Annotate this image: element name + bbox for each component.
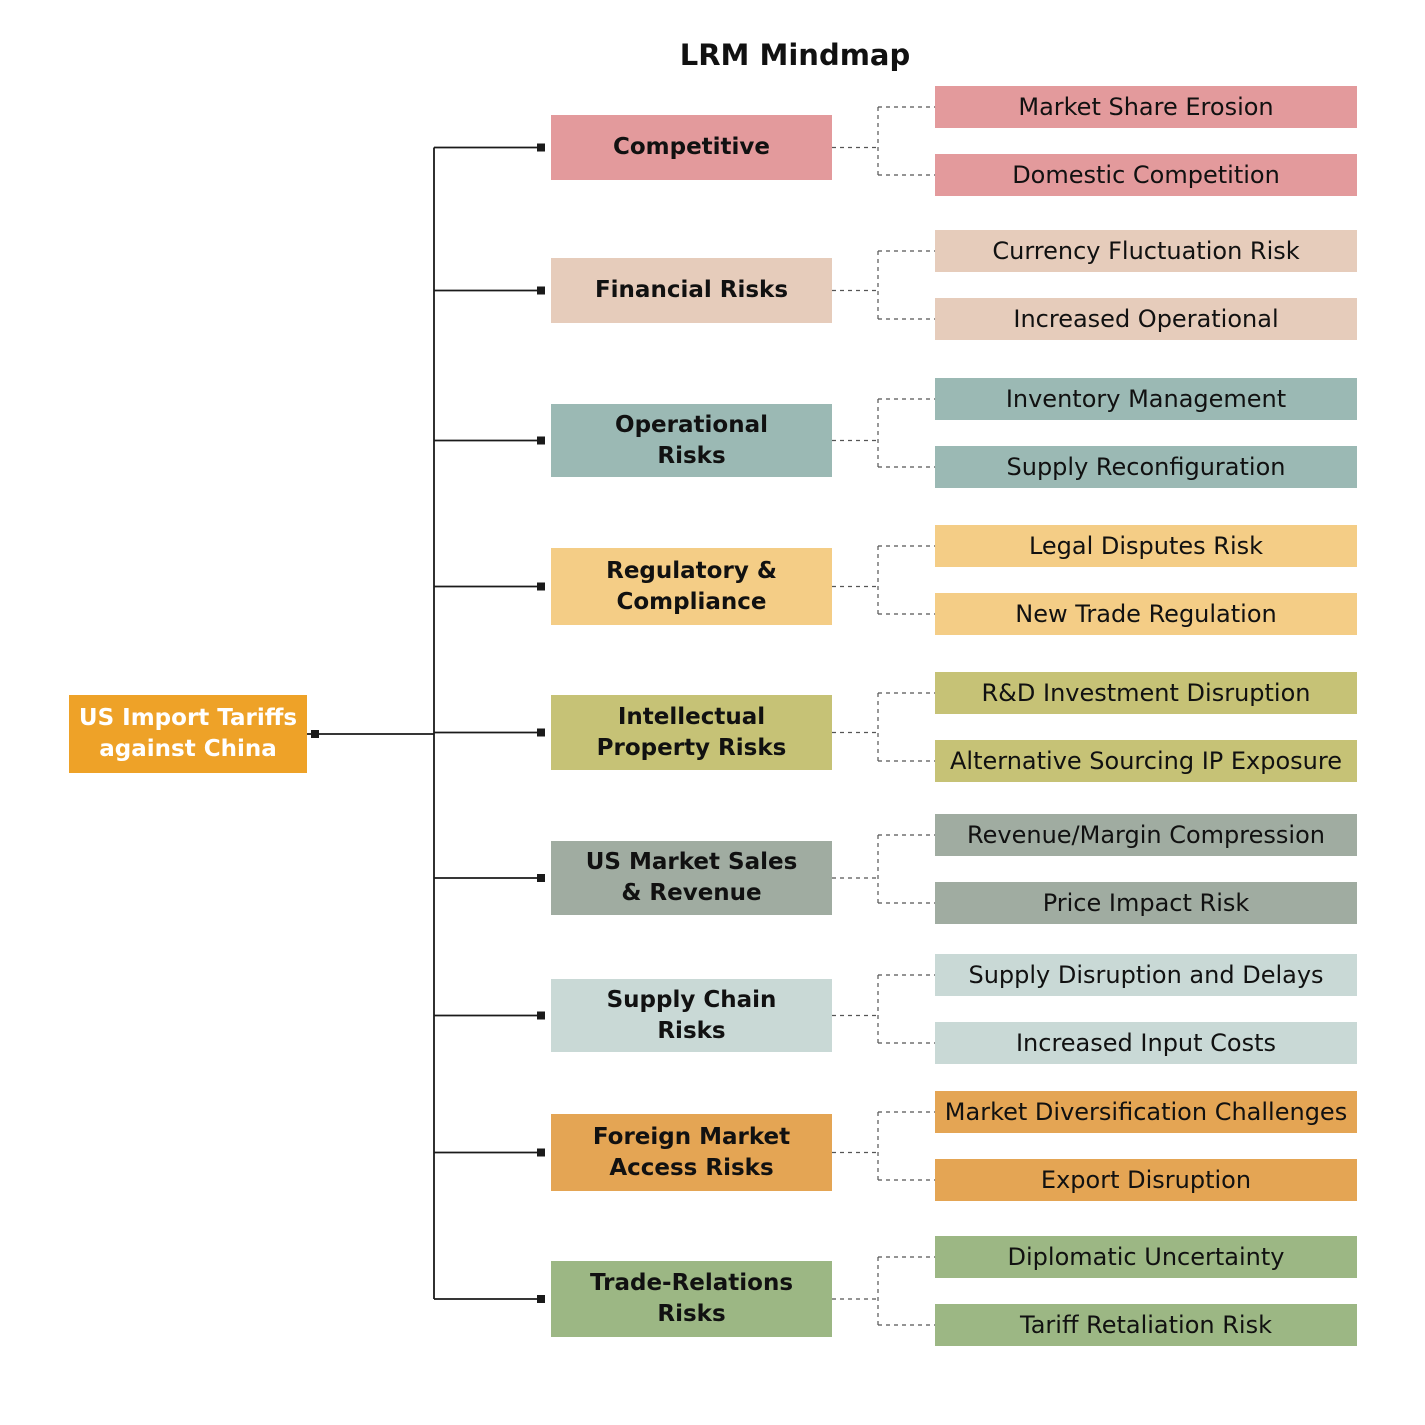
leaf-node-label: Alternative Sourcing IP Exposure (950, 747, 1342, 775)
branch-node-label: US Market Sales & Revenue (585, 849, 798, 906)
leaf-node-label: Tariff Retaliation Risk (1020, 1311, 1272, 1339)
leaf-node[interactable]: Price Impact Risk (935, 882, 1357, 924)
leaf-node-label: Increased Operational (1013, 305, 1279, 333)
leaf-node[interactable]: Market Share Erosion (935, 86, 1357, 128)
leaf-node[interactable]: Supply Reconfiguration (935, 446, 1357, 488)
branch-connector-marker (537, 1295, 545, 1303)
branch-connector-marker (537, 582, 545, 591)
leaf-node-label: Supply Reconfiguration (1006, 453, 1286, 481)
leaf-node[interactable]: Diplomatic Uncertainty (935, 1236, 1357, 1278)
leaf-node[interactable]: Increased Operational (935, 298, 1357, 340)
branch-connector-marker (537, 436, 545, 445)
branch-connector-marker (537, 874, 545, 882)
branch-node-label: Intellectual Property Risks (596, 703, 787, 761)
branch-connector-marker (537, 143, 545, 152)
root-node-label: US Import Tariffs against China (78, 705, 298, 762)
leaf-node-label: New Trade Regulation (1015, 600, 1277, 628)
root-node[interactable]: US Import Tariffs against China (69, 695, 307, 773)
leaf-node[interactable]: Alternative Sourcing IP Exposure (935, 740, 1357, 782)
branch-node[interactable]: Regulatory & Compliance (551, 548, 832, 625)
branch-node-label: Operational Risks (615, 411, 768, 469)
branch-node-label: Trade-Relations Risks (589, 1270, 794, 1327)
leaf-node-label: Legal Disputes Risk (1028, 532, 1264, 560)
branch-node-label: Supply Chain Risks (606, 986, 777, 1044)
leaf-node-label: Inventory Management (1005, 385, 1287, 413)
branch-node-label: Financial Risks (594, 277, 789, 303)
branch-node[interactable]: Supply Chain Risks (551, 979, 832, 1052)
leaf-node[interactable]: Inventory Management (935, 378, 1357, 420)
branch-connector-marker (537, 1148, 545, 1157)
leaf-node-label: Revenue/Margin Compression (967, 821, 1325, 849)
root-connector-marker (311, 730, 319, 738)
leaf-node[interactable]: Supply Disruption and Delays (935, 954, 1357, 996)
leaf-node[interactable]: Legal Disputes Risk (935, 525, 1357, 567)
branch-node[interactable]: US Market Sales & Revenue (551, 841, 832, 915)
branch-node-label: Regulatory & Compliance (606, 557, 777, 615)
leaf-node[interactable]: Export Disruption (935, 1159, 1357, 1201)
branch-node[interactable]: Financial Risks (551, 258, 832, 323)
leaf-node[interactable]: Tariff Retaliation Risk (935, 1304, 1357, 1346)
branch-connector-marker (537, 728, 545, 737)
branch-node[interactable]: Competitive (551, 115, 832, 180)
branch-node[interactable]: Foreign Market Access Risks (551, 1114, 832, 1191)
leaf-node[interactable]: New Trade Regulation (935, 593, 1357, 635)
leaf-node[interactable]: Increased Input Costs (935, 1022, 1357, 1064)
leaf-node-label: Market Diversification Challenges (944, 1098, 1348, 1126)
leaf-node-label: Currency Fluctuation Risk (992, 237, 1300, 265)
leaf-node-label: Market Share Erosion (1018, 93, 1274, 121)
leaf-node[interactable]: R&D Investment Disruption (935, 672, 1357, 714)
leaf-node-label: Supply Disruption and Delays (968, 961, 1324, 989)
leaf-node[interactable]: Currency Fluctuation Risk (935, 230, 1357, 272)
leaf-node[interactable]: Market Diversification Challenges (935, 1091, 1357, 1133)
leaf-node-label: Increased Input Costs (1015, 1029, 1277, 1057)
branch-connector-marker (537, 1011, 545, 1020)
leaf-node-label: R&D Investment Disruption (981, 679, 1311, 707)
branch-node-label: Foreign Market Access Risks (592, 1123, 791, 1181)
branch-node-label: Competitive (612, 134, 771, 160)
leaf-node[interactable]: Domestic Competition (935, 154, 1357, 196)
leaf-node-label: Price Impact Risk (1042, 889, 1250, 917)
leaf-node[interactable]: Revenue/Margin Compression (935, 814, 1357, 856)
leaf-node-label: Domestic Competition (1012, 161, 1280, 189)
branch-node[interactable]: Trade-Relations Risks (551, 1261, 832, 1337)
branch-connector-marker (537, 286, 545, 295)
leaf-node-label: Export Disruption (1040, 1166, 1252, 1194)
branch-node[interactable]: Operational Risks (551, 404, 832, 477)
branch-node[interactable]: Intellectual Property Risks (551, 695, 832, 770)
leaf-node-label: Diplomatic Uncertainty (1007, 1243, 1285, 1271)
diagram-title: LRM Mindmap (679, 38, 911, 72)
